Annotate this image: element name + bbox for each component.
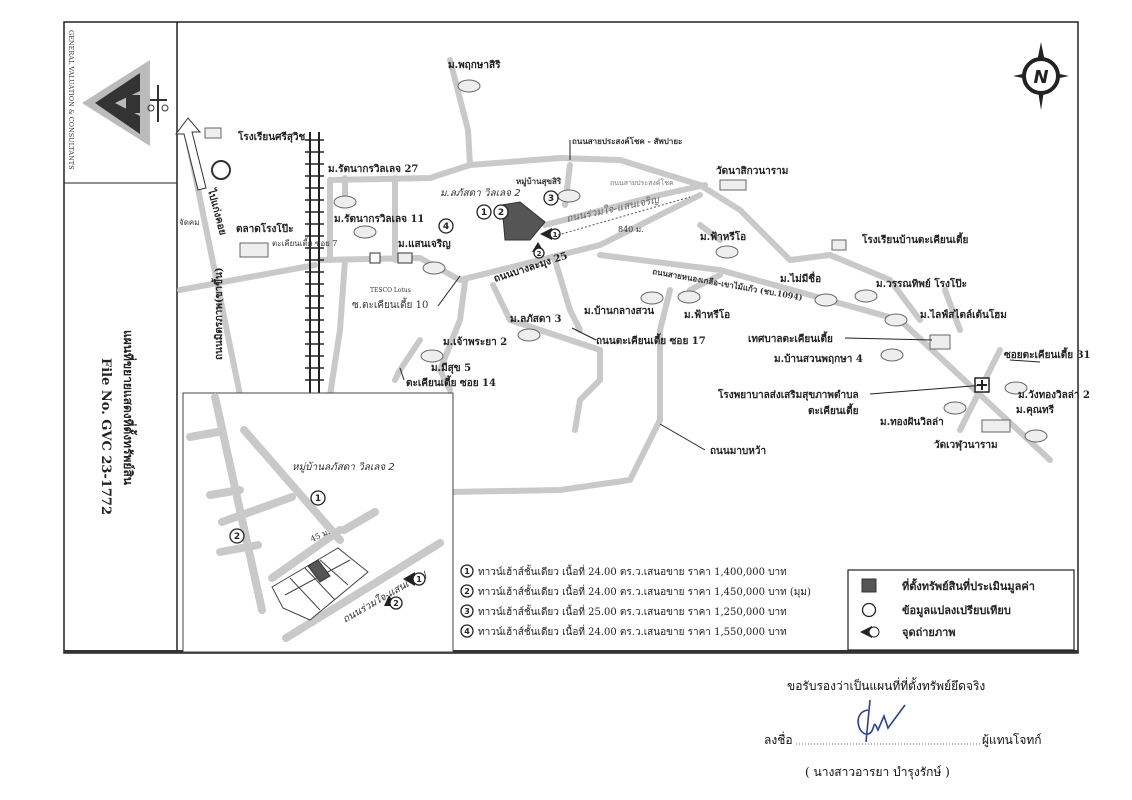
legend: ที่ตั้งทรัพย์สินที่ประเมินมูลค่า ข้อมูลแ… xyxy=(847,569,1075,651)
certification: ขอรับรองว่าเป็นแผนที่ที่ตั้งทรัพย์ยึดจริ… xyxy=(764,677,1042,780)
label-takhian-7: ตะเคียนเตี้ย ซอย 7 xyxy=(272,237,337,248)
label-suan-pruksa4: ม.บ้านสวนพฤกษา 4 xyxy=(774,353,863,365)
label-pruksasiri: ม.พฤกษาสิริ xyxy=(448,59,501,71)
label-kunnatree: ม.คุณทรี xyxy=(1016,404,1055,416)
label-ban-klangsuan: ม.บ้านกลางสวน xyxy=(584,305,654,317)
direction-arrow-icon xyxy=(175,117,207,191)
label-left-cut: จัดคม xyxy=(179,218,200,227)
certification-statement: ขอรับรองว่าเป็นแผนที่ที่ตั้งทรัพย์ยึดจริ… xyxy=(787,677,985,693)
svg-text:3: 3 xyxy=(548,194,554,204)
label-tofu-villa: ม.ทองฝันวิลล่า xyxy=(880,416,944,428)
svg-text:ทาวน์เฮ้าส์ชั้นเดียว เนื้อที่: ทาวน์เฮ้าส์ชั้นเดียว เนื้อที่ 24.00 ตร.ว… xyxy=(478,564,787,578)
label-hospital-2: ตะเคียนเตี้ย xyxy=(808,403,859,417)
label-lifestyle: ม.ไลฟ์สไตล์เต้นโฮม xyxy=(920,308,1007,321)
leader-lines xyxy=(399,140,1041,451)
label-road-saiprasat2: ถนนสายประสงค์โชค xyxy=(610,178,674,187)
label-tesco: TESCO Lotus xyxy=(370,287,411,294)
label-road-mabprao: ถนนมาบหว้า xyxy=(710,445,766,457)
inset-village-label: หมู่บ้านลภัสดา วิลเลจ 2 xyxy=(292,461,395,473)
svg-text:2: 2 xyxy=(234,532,240,542)
label-takhian14: ตะเคียนเตี้ย ซอย 14 xyxy=(406,375,496,389)
comparable-markers: 1 2 3 4 xyxy=(438,190,559,234)
photo-point-icon xyxy=(860,626,880,638)
subject-swatch-icon xyxy=(861,578,877,593)
label-road-takhian17: ถนนตะเคียนเตี้ย ซอย 17 xyxy=(596,333,706,347)
svg-text:1: 1 xyxy=(464,567,470,576)
photo-point-markers: 1 2 xyxy=(532,228,561,259)
svg-text:2: 2 xyxy=(393,599,399,608)
label-wat-nasikawanaram: วัดนาสิกวนาราม xyxy=(716,165,788,177)
village-icons xyxy=(204,79,1048,443)
label-wat-wehuwan: วัดเวฬุวนาราม xyxy=(934,439,998,451)
label-wangthong2: ม.วังทองวิลล่า 2 xyxy=(1018,389,1090,401)
svg-text:ทาวน์เฮ้าส์ชั้นเดียว เนื้อที่: ทาวน์เฮ้าส์ชั้นเดียว เนื้อที่ 25.00 ตร.ว… xyxy=(478,604,787,618)
label-soi-takhian31: ซอยตะเคียนเตี้ย 31 xyxy=(1004,347,1091,361)
sign-label: ลงชื่อ xyxy=(764,731,793,747)
legend-subject: ที่ตั้งทรัพย์สินที่ประเมินมูลค่า xyxy=(902,578,1035,594)
label-saencharoen: ม.แสนเจริญ xyxy=(398,238,451,250)
label-municipality: เทศบาลตะเคียนเตี้ย xyxy=(748,331,833,345)
label-rattanakorn27: ม.รัตนากรวิลเลจ 27 xyxy=(328,163,418,175)
comparable-item: 1 ทาวน์เฮ้าส์ชั้นเดียว เนื้อที่ 24.00 ตร.… xyxy=(460,564,787,578)
signature-image xyxy=(857,699,906,743)
label-school-srisuwit: โรงเรียนศรีสุวิช xyxy=(237,130,306,143)
label-mai-mee-chue: ม.ไม่มีชื่อ xyxy=(780,271,821,285)
svg-text:4: 4 xyxy=(464,627,470,636)
svg-text:3: 3 xyxy=(464,607,470,616)
north-label: N xyxy=(1033,67,1048,88)
label-road-mittraphap: ถนนมิตรภาพ(ขาขึ้น) xyxy=(211,267,225,360)
legend-photo: จุดถ่ายภาพ xyxy=(902,626,956,640)
svg-text:1: 1 xyxy=(315,494,321,504)
svg-text:4: 4 xyxy=(443,222,449,232)
label-soi-takhian10: ซ.ตะเคียนเตี้ย 10 xyxy=(352,297,428,311)
label-pawhrio-2: ม.ฟ้าหรีโอ xyxy=(684,308,730,321)
subject-property-marker xyxy=(501,201,546,241)
label-school-takhian: โรงเรียนบ้านตะเคียนเตี้ย xyxy=(861,232,968,246)
svg-text:2: 2 xyxy=(537,250,542,258)
label-lapatsada2: ม.ลภัสดา วิลเลจ 2 xyxy=(440,187,521,199)
label-lapatsada3: ม.ลภัสดา 3 xyxy=(510,313,561,325)
signer-role: ผู้แทนโจทก์ xyxy=(982,733,1042,748)
file-number: File No. GVC 23-1772 xyxy=(98,358,113,515)
svg-text:1: 1 xyxy=(553,231,558,239)
svg-text:2: 2 xyxy=(464,587,470,596)
label-misuk5: ม.มีสุข 5 xyxy=(431,362,471,374)
label-chaopraya2: ม.เจ้าพระยา 2 xyxy=(443,336,507,348)
signer-name: ( นางสาวอารยา บำรุงรักษ์ ) xyxy=(805,765,950,780)
label-wannatip: ม.วรรณทิพย์ โรงโป๊ะ xyxy=(876,277,967,290)
label-rattanakorn11: ม.รัตนากรวิลเลจ 11 xyxy=(334,213,424,225)
comparable-item: 3 ทาวน์เฮ้าส์ชั้นเดียว เนื้อที่ 25.00 ตร.… xyxy=(460,604,787,618)
label-pawhrio-1: ม.ฟ้าหรีโอ xyxy=(700,230,746,243)
label-road-saiprasat: ถนนสายประสงค์โชค - สัพปายะ xyxy=(572,136,682,146)
north-compass-icon: N xyxy=(1013,42,1069,110)
distance-line xyxy=(557,196,691,236)
logo-text: GENERAL VALUATION & CONSULTANTS xyxy=(67,30,75,170)
inset-map: หมู่บ้านลภัสดา วิลเลจ 2 ถนนร่วมใจ-แสนเจร… xyxy=(182,392,454,653)
legend-comparable: ข้อมูลแปลงเปรียบเทียบ xyxy=(902,604,1011,618)
svg-text:1: 1 xyxy=(481,208,487,218)
svg-text:ทาวน์เฮ้าส์ชั้นเดียว เนื้อที่: ทาวน์เฮ้าส์ชั้นเดียว เนื้อที่ 24.00 ตร.ว… xyxy=(478,584,811,598)
comparable-circle-icon xyxy=(861,602,877,618)
comparables-list: 1 ทาวน์เฮ้าส์ชั้นเดียว เนื้อที่ 24.00 ตร.… xyxy=(460,564,811,638)
label-distance: 840 ม. xyxy=(618,225,644,234)
svg-text:2: 2 xyxy=(498,208,504,218)
label-suksiri: หมู่บ้านสุขสิริ xyxy=(516,176,562,187)
svg-text:ทาวน์เฮ้าส์ชั้นเดียว เนื้อที่: ทาวน์เฮ้าส์ชั้นเดียว เนื้อที่ 24.00 ตร.ว… xyxy=(478,624,787,638)
comparable-item: 4 ทาวน์เฮ้าส์ชั้นเดียว เนื้อที่ 24.00 ตร.… xyxy=(460,624,787,638)
comparable-item: 2 ทาวน์เฮ้าส์ชั้นเดียว เนื้อที่ 24.00 ตร.… xyxy=(460,584,811,598)
label-talad-rongpo: ตลาดโรงโป๊ะ xyxy=(236,222,293,235)
bottom-border xyxy=(64,650,1078,653)
label-hospital-1: โรงพยาบาลส่งเสริมสุขภาพตำบล xyxy=(717,388,859,401)
svg-text:1: 1 xyxy=(416,575,422,584)
map-title: แผนที่ขยายแสดงที่ตั้งทรัพย์สิน xyxy=(121,330,138,486)
railway xyxy=(305,132,324,395)
company-logo: GENERAL VALUATION & CONSULTANTS xyxy=(67,30,169,170)
